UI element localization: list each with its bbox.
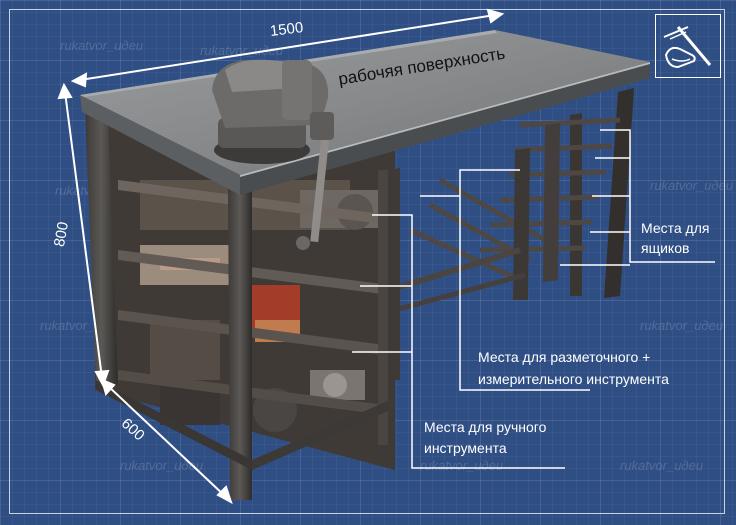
hand-tools-label-line1: Места для ручного (424, 419, 547, 435)
watermark-text: rukatvor_идеи (200, 43, 283, 58)
dimension-lines (57, 8, 505, 505)
watermark-text: rukatvor_идеи (650, 178, 733, 193)
length-dimension-label: 1500 (269, 19, 305, 40)
hand-tools-label-line2: инструмента (424, 440, 507, 456)
height-dimension-label: 800 (50, 220, 73, 249)
hand-drawing-pen-logo-icon (655, 14, 721, 78)
leader-lines (352, 129, 715, 469)
marking-tools-label-line1: Места для разметочного + (478, 349, 651, 365)
watermark-text: rukatvor_идеи (420, 458, 503, 473)
back-frame (389, 88, 634, 313)
drawer-places-label-line1: Места для (641, 220, 710, 236)
watermark-text: rukatvor_идеи (640, 318, 723, 333)
watermark-text: rukatvor_идеи (620, 458, 703, 473)
watermark-text: rukatvor_идеи (120, 458, 203, 473)
watermark-text: rukatvor_идеи (60, 38, 143, 53)
marking-tools-label-line2: измерительного инструмента (478, 371, 669, 387)
bench-vise (212, 59, 334, 250)
front-legs (85, 110, 400, 500)
drawer-places-label-line2: ящиков (641, 240, 690, 256)
